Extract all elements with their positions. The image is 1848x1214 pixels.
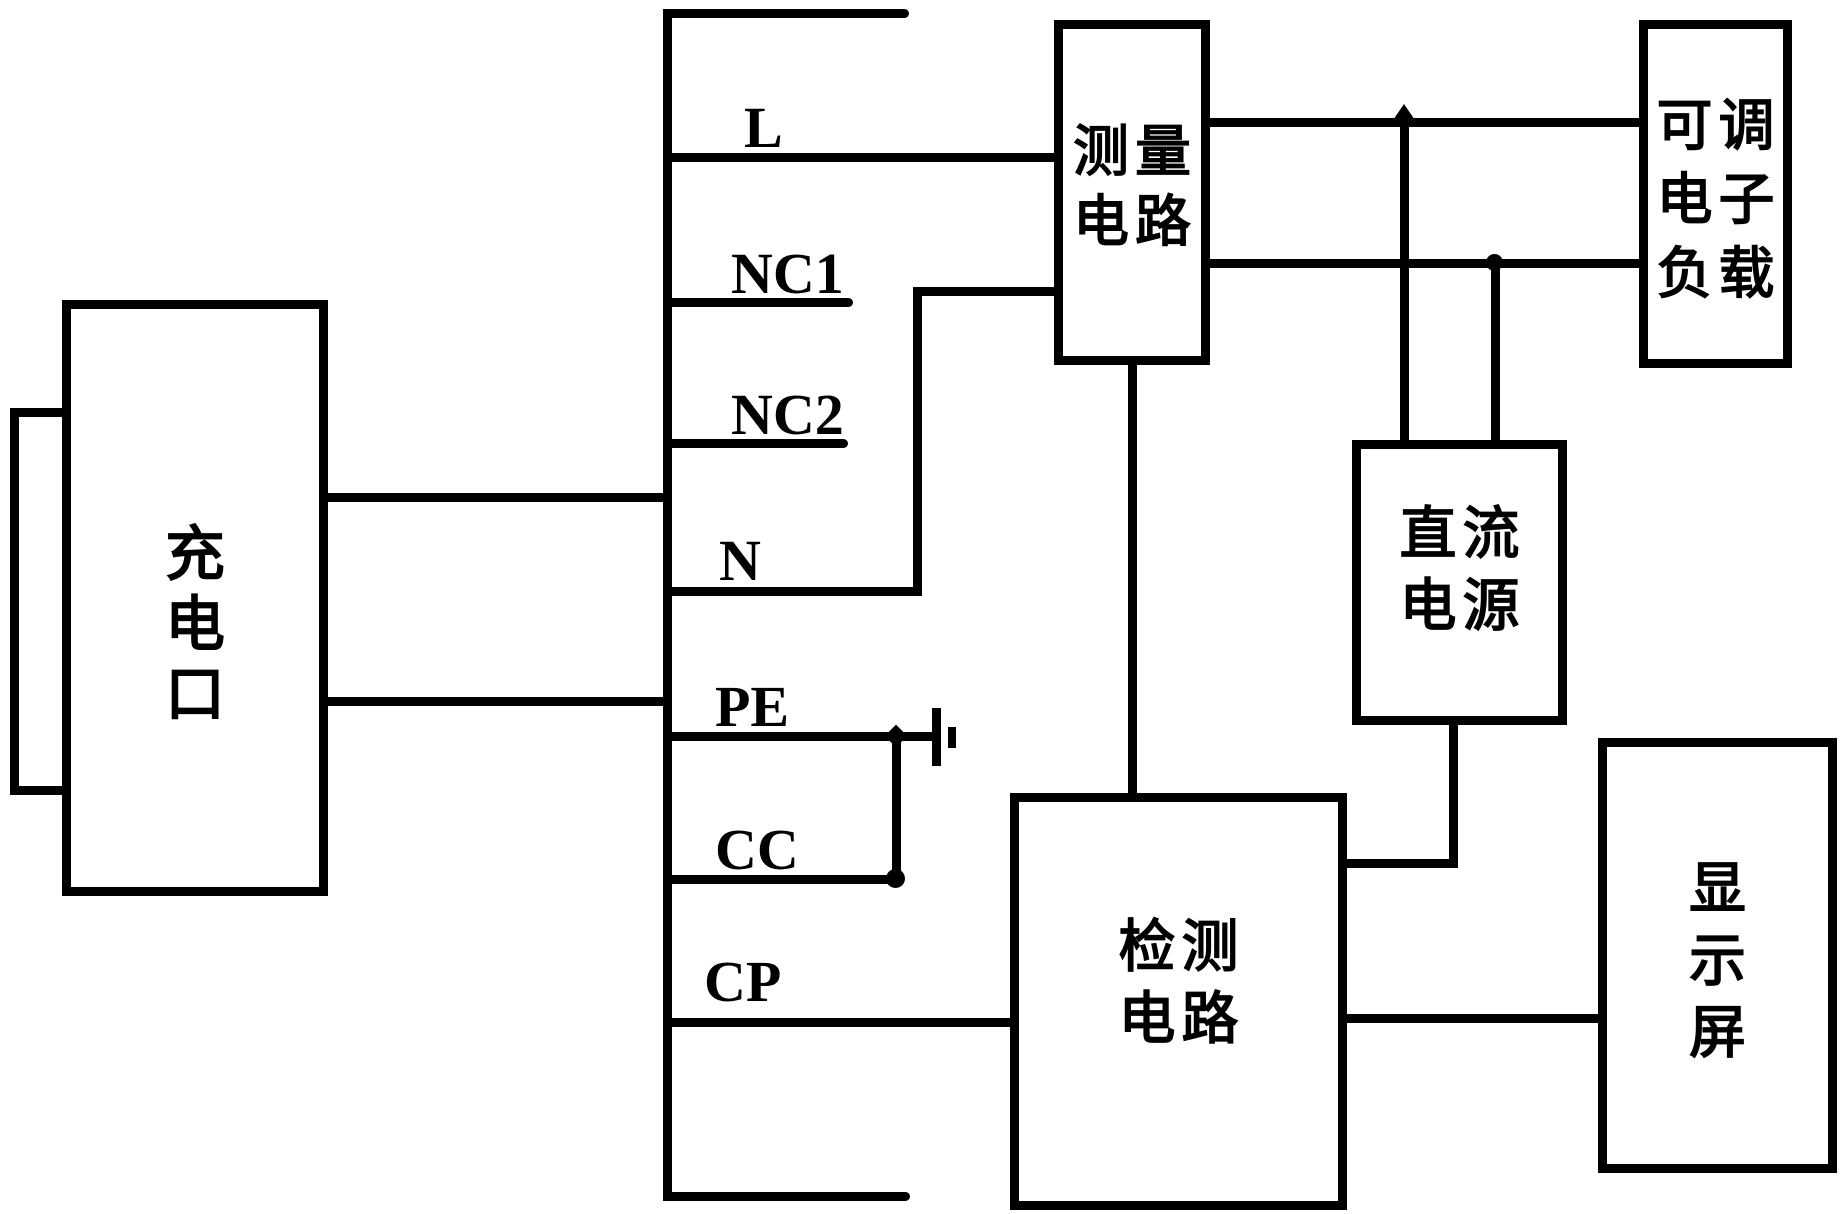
junction-diamond-icon	[884, 724, 908, 748]
wire-pin-PE	[663, 732, 936, 741]
junction-dot-icon	[886, 869, 905, 888]
wire-top-stub	[663, 9, 909, 18]
adjustable-electronic-load-label-line: 可调	[1656, 94, 1781, 159]
detection-circuit-box	[1010, 793, 1347, 1210]
display-screen-label: 显 示 屏	[1598, 853, 1837, 1069]
wire-detection-to-display	[1340, 1014, 1602, 1023]
wire-charging-port-upper	[322, 493, 667, 502]
detection-circuit-label-line: 电路	[1118, 986, 1245, 1052]
wire-pin-CP	[663, 1018, 1018, 1027]
wire-pin-NC2	[663, 439, 848, 448]
wire-PE-CC-link	[892, 732, 901, 884]
adjustable-electronic-load-label: 可调 电子 负载	[1639, 90, 1792, 312]
wire-dc-power-lower-vertical	[1491, 263, 1500, 447]
wire-pin-CC	[663, 875, 901, 884]
charging-port-box	[62, 300, 328, 896]
detection-circuit-label-line: 检测	[1118, 914, 1245, 980]
connector-bus-line	[663, 9, 672, 1201]
wire-measurement-to-detection	[1128, 360, 1137, 800]
charging-port-label: 充 电 口	[62, 520, 328, 730]
wire-charging-port-lower	[322, 697, 667, 706]
dc-power-supply-label-line: 电源	[1399, 573, 1526, 639]
junction-dot-icon	[1486, 254, 1503, 271]
measurement-circuit-label-line: 测量	[1073, 120, 1197, 185]
charging-port-plug-bracket	[10, 408, 68, 795]
measurement-circuit-box	[1054, 20, 1210, 365]
measurement-circuit-label: 测量 电路	[1054, 118, 1210, 258]
earth-ground-bar-long	[932, 708, 941, 766]
measurement-circuit-label-line: 电路	[1073, 190, 1197, 255]
pin-label-CP: CP	[704, 949, 782, 1014]
pin-label-N: N	[719, 528, 761, 593]
detection-circuit-label: 检测 电路	[1010, 911, 1347, 1055]
wire-dc-power-to-detection-vertical	[1449, 718, 1458, 868]
pin-label-NC2: NC2	[731, 382, 844, 447]
wire-dc-power-upper-vertical	[1400, 122, 1409, 447]
display-screen-box	[1598, 738, 1837, 1173]
wire-pin-N-to-measurement	[913, 287, 1063, 296]
adjustable-electronic-load-label-line: 负载	[1656, 242, 1781, 307]
adjustable-electronic-load-box	[1639, 20, 1792, 368]
charging-port-label-line: 口	[165, 660, 231, 730]
dc-power-supply-box	[1352, 440, 1567, 725]
wire-pin-N-stub	[663, 587, 922, 596]
adjustable-electronic-load-label-line: 电子	[1656, 168, 1781, 233]
wire-measurement-to-load-upper	[1206, 118, 1646, 127]
display-screen-label-line: 显	[1689, 856, 1752, 922]
dc-power-supply-label: 直流 电源	[1352, 498, 1567, 642]
display-screen-label-line: 示	[1689, 928, 1752, 994]
wire-measurement-to-load-lower	[1206, 259, 1646, 268]
wire-pin-NC1	[663, 298, 853, 307]
dc-power-supply-label-line: 直流	[1399, 501, 1526, 567]
wire-pin-N-vertical	[913, 287, 922, 596]
pin-label-L: L	[744, 95, 783, 160]
earth-ground-bar-short	[948, 727, 956, 748]
pin-label-PE: PE	[715, 674, 790, 739]
charging-port-label-line: 充	[165, 520, 231, 590]
wire-bottom-stub	[663, 1192, 910, 1201]
arrow-up-icon	[1391, 104, 1417, 123]
pin-label-NC1: NC1	[731, 241, 844, 306]
wire-pin-L	[663, 153, 1058, 162]
charging-port-label-line: 电	[165, 590, 231, 660]
wire-dc-power-to-detection-horizontal	[1340, 859, 1457, 868]
display-screen-label-line: 屏	[1689, 1000, 1752, 1066]
pin-label-CC: CC	[715, 817, 799, 882]
